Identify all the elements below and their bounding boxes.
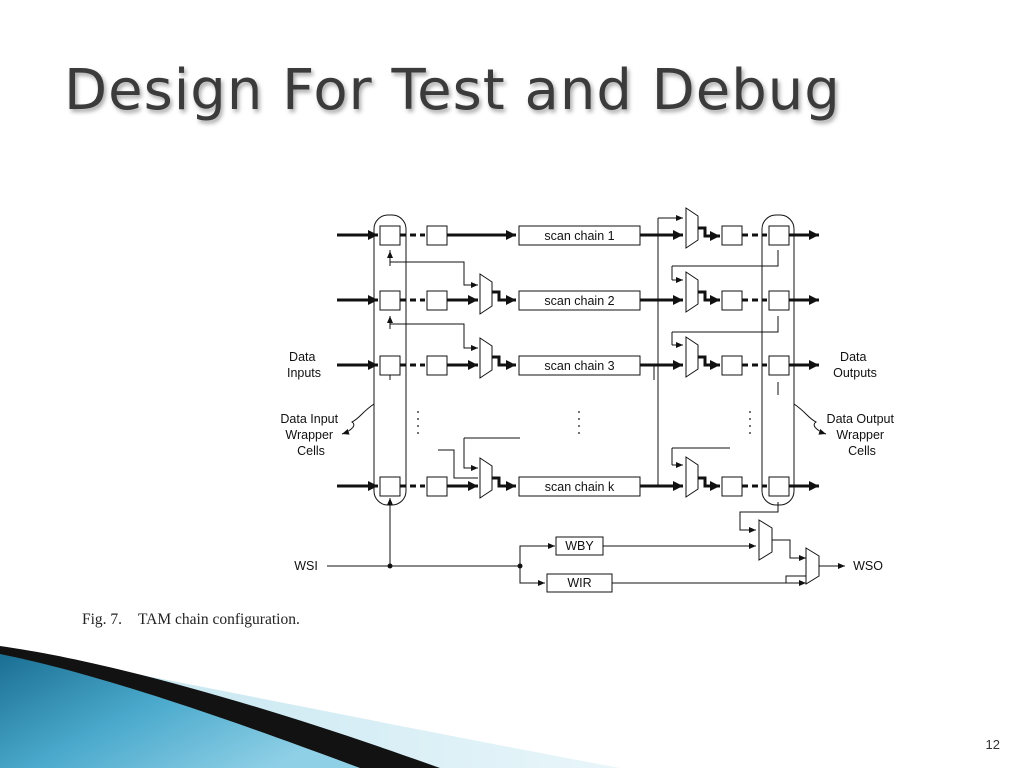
wsi-label: WSI [294,559,318,573]
chain-row-2: scan chain 2 [337,271,819,315]
data-inputs-label: Data Inputs [287,350,321,380]
wso-label: WSO [853,559,883,573]
chain-row-k: scan chain k [337,456,819,499]
scan-chain-2-label: scan chain 2 [544,294,614,308]
wso-mux [805,547,820,585]
wir-label: WIR [567,576,591,590]
data-outputs-label: Data Outputs [833,350,877,380]
figure-caption-text: TAM chain configuration. [137,611,300,628]
scan-chain-1-label: scan chain 1 [544,229,614,243]
tam-chain-diagram: WBY WIR scan chain 1 scan chain 2 [280,207,898,593]
wby-mux [758,519,773,561]
scan-chain-3-label: scan chain 3 [544,359,614,373]
input-wrapper-pointer [341,403,375,435]
figure-number: Fig. 7. [82,611,123,628]
output-wrapper-label: Data Output Wrapper Cells [827,412,898,458]
wby-box [555,536,604,556]
wir-box [546,573,613,593]
input-wrapper-label: Data Input Wrapper Cells [280,412,341,458]
scan-chain-k-label: scan chain k [545,480,615,494]
slide-title: Design For Test and Debug [64,58,841,123]
output-wrapper-pointer [793,403,827,435]
wby-label: WBY [565,539,594,553]
page-number: 12 [985,737,1000,752]
ellipsis-dots [417,411,751,434]
chain-row-3: scan chain 3 [337,336,819,379]
chain-row-1: scan chain 1 [337,207,819,249]
figure-caption: Fig. 7. TAM chain configuration. [82,611,300,629]
